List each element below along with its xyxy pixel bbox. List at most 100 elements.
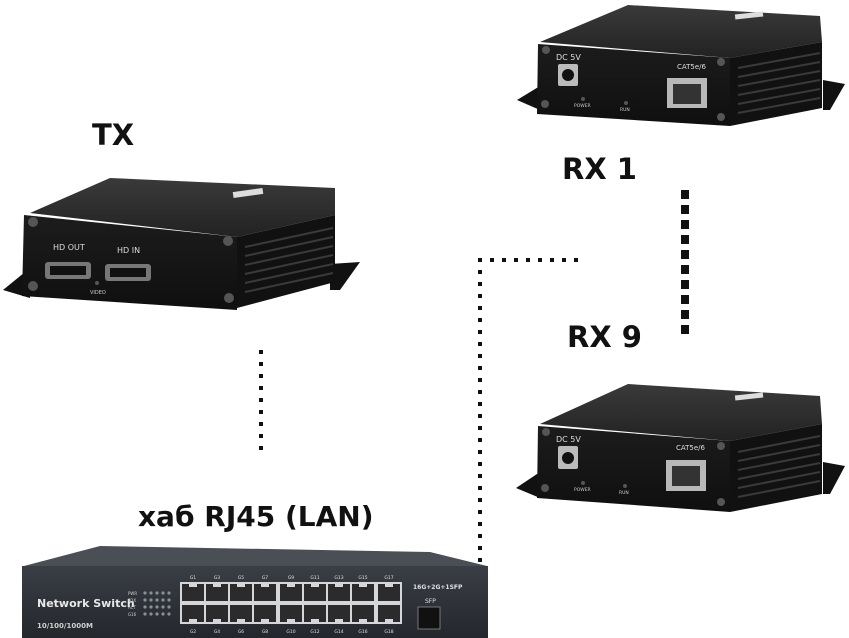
rx9-power-label: POWER	[574, 487, 591, 493]
switch-rj45-port	[304, 584, 326, 601]
switch-led	[167, 598, 171, 602]
tx-video-led	[95, 281, 99, 285]
switch-led-label: ACT	[128, 605, 136, 610]
switch-port-label: G9	[288, 575, 294, 581]
rx9-run-led	[623, 484, 627, 488]
switch-rj45-tab	[287, 584, 295, 587]
tx-extender-device: HD OUT HD IN VIDEO	[3, 178, 360, 310]
rx1-mount-ear-right	[823, 80, 845, 110]
rx9-dc-label: DC 5V	[556, 435, 581, 444]
rx1-mount-ear-left	[517, 86, 540, 110]
connection-dot	[478, 342, 482, 346]
switch-led	[143, 598, 147, 602]
connection-dot	[478, 474, 482, 478]
rx9-rj45-socket	[672, 466, 700, 486]
switch-led	[143, 591, 147, 595]
switch-rj45-tab	[287, 619, 295, 622]
tx-hdmi-out-slot	[50, 266, 86, 275]
connection-dot	[259, 362, 263, 366]
connection-dot	[514, 258, 518, 262]
switch-sfp-label: SFP	[425, 598, 436, 605]
switch-led-label: FDX	[128, 598, 136, 603]
connection-dot	[574, 258, 578, 262]
connection-dot	[478, 378, 482, 382]
connection-dot	[478, 294, 482, 298]
rx1-screw	[542, 46, 550, 54]
connection-dot	[478, 270, 482, 274]
connection-dot	[478, 510, 482, 514]
switch-rj45-port	[280, 605, 302, 622]
switch-port-label: G15	[358, 575, 367, 581]
tx-mount-ear-right	[330, 262, 360, 290]
connection-dot	[478, 522, 482, 526]
switch-rj45-tab	[311, 619, 319, 622]
rx1-top-panel	[540, 5, 822, 58]
rx1-extender-device: DC 5V POWER RUN CAT5e/6	[517, 5, 845, 126]
rx9-screw	[717, 442, 725, 450]
connection-rx1-to-rx9	[681, 190, 689, 334]
switch-sfp-port	[417, 606, 441, 630]
switch-rj45-port	[206, 584, 228, 601]
connection-dot	[478, 450, 482, 454]
switch-led	[161, 598, 165, 602]
switch-led	[155, 591, 159, 595]
connection-dot	[478, 318, 482, 322]
switch-rj45-port	[352, 605, 374, 622]
switch-port-label: G17	[384, 575, 393, 581]
switch-led-grid	[143, 591, 171, 616]
switch-rj45-port	[378, 584, 400, 601]
rx9-extender-device: DC 5V POWER RUN CAT5e/6	[516, 384, 845, 512]
switch-rj45-tab	[359, 584, 367, 587]
switch-rj45-tab	[385, 619, 393, 622]
rx1-rj45-socket	[673, 84, 701, 104]
switch-port-label: G4	[214, 629, 220, 635]
rx9-dc-jack-hole	[562, 452, 574, 464]
connection-dash	[681, 190, 689, 199]
rx1-screw	[717, 58, 725, 66]
connection-dot	[259, 350, 263, 354]
connection-dot	[478, 462, 482, 466]
connection-dash	[681, 205, 689, 214]
switch-rj45-port	[254, 584, 276, 601]
connection-dot	[478, 534, 482, 538]
connection-dot	[259, 374, 263, 378]
connection-dot	[478, 402, 482, 406]
switch-rj45-port	[280, 584, 302, 601]
switch-rj45-port	[230, 605, 252, 622]
rx1-power-led	[581, 97, 585, 101]
connection-dot	[478, 354, 482, 358]
connection-dot	[562, 258, 566, 262]
connection-dot	[259, 386, 263, 390]
tx-side-panel	[237, 215, 335, 308]
connection-dot	[478, 390, 482, 394]
rx9-mount-ear-right	[823, 462, 845, 494]
connection-dot	[259, 422, 263, 426]
rx9-screw	[717, 498, 725, 506]
connection-dot	[478, 498, 482, 502]
switch-port-label: G12	[310, 629, 319, 635]
connection-dash	[681, 295, 689, 304]
connection-dot	[538, 258, 542, 262]
switch-led-label: PWR	[128, 591, 137, 596]
switch-speed-label: 10/100/1000M	[37, 622, 93, 630]
switch-led	[149, 612, 153, 616]
connection-dash	[681, 220, 689, 229]
switch-rj45-tab	[237, 619, 245, 622]
connection-dot	[259, 410, 263, 414]
hub-label: хаб RJ45 (LAN)	[138, 500, 374, 533]
rx9-cat-label: CAT5e/6	[676, 444, 706, 452]
tx-hdin-label: HD IN	[117, 246, 140, 255]
switch-led	[155, 598, 159, 602]
switch-rj45-port	[378, 605, 400, 622]
connection-dot	[478, 330, 482, 334]
switch-port-label: G7	[262, 575, 268, 581]
network-switch-device: Network Switch 10/100/1000M PWRFDXACTG16…	[22, 546, 488, 638]
connection-dash	[681, 310, 689, 319]
switch-port-label: G11	[310, 575, 319, 581]
connection-dot	[478, 486, 482, 490]
switch-port-label: G13	[334, 575, 343, 581]
switch-led	[143, 612, 147, 616]
